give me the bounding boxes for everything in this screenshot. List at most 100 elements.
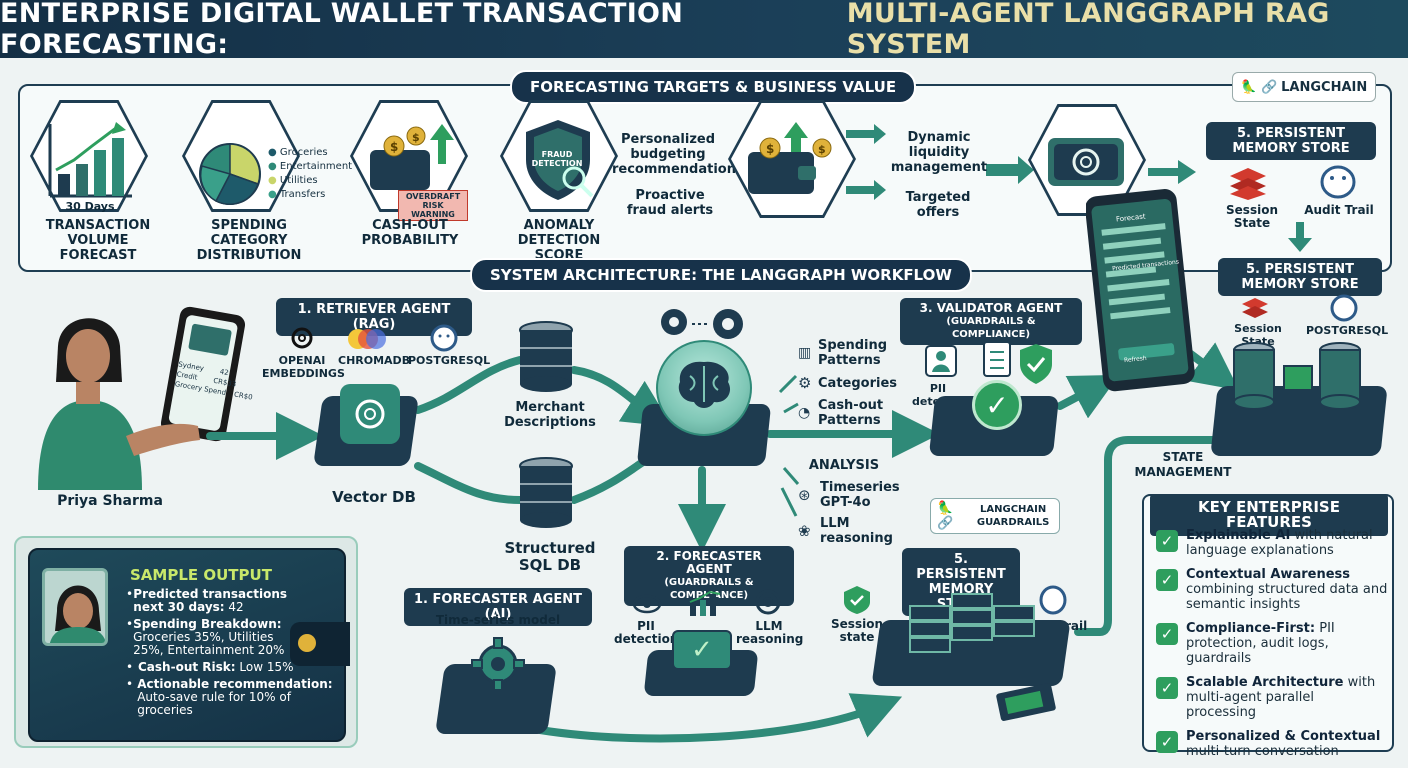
openai-icon [291,327,313,349]
arrow-down [1288,222,1312,252]
cashout-label: CASH-OUT PROBABILITY [361,218,459,248]
postgres-icon [1039,585,1067,615]
legend-item: ● Utilities [268,175,318,186]
check-icon: ✓ [1156,677,1178,699]
features-title: KEY ENTERPRISE FEATURES [1150,494,1388,536]
chip-icon [996,683,1056,721]
bar-chart-icon [48,122,132,198]
svg-text:$: $ [818,143,826,156]
insight-spending: ▥ Spending Patterns [798,338,888,368]
postgresql-icon [430,324,458,352]
analysis-label: ANALYSIS [808,458,880,473]
value-budgeting: Personalized budgeting recommendations [612,132,744,177]
architecture-header: SYSTEM ARCHITECTURE: THE LANGGRAPH WORKF… [470,258,972,292]
forecaster-title: 2. FORECASTER AGENT (GUARDRAILS & COMPLI… [624,546,794,606]
svg-text:$: $ [390,140,398,154]
vector-db-label: Vector DB [332,488,416,506]
value-arrows [846,124,1034,200]
forecaster-ai-title: 1. FORECASTER AGENT (AI) [404,588,592,626]
user-illustration [38,306,246,490]
redis-icon [1230,168,1266,200]
sample-item: •Spending Breakdown:Groceries 35%, Utili… [126,617,285,657]
features-panel [1142,494,1394,752]
structured-label: Structured SQL DB [504,539,596,574]
server-rack-icon [909,593,1035,653]
insight-categories: ⚙ Categories [798,374,898,392]
sample-item: •Actionable recommendation:Auto-save rul… [126,677,333,717]
bar-icon: ▥ [798,345,812,361]
validator-title-main: 3. VALIDATOR AGENT [919,301,1063,315]
llm-icon: ❀ [798,522,811,540]
pie-icon: ◔ [798,405,811,421]
category-label: SPENDING CATEGORY DISTRIBUTION [196,218,302,263]
validator-title: 3. VALIDATOR AGENT (GUARDRAILS & COMPLIA… [900,298,1082,345]
analysis-llm: ❀ LLM reasoning [798,516,893,546]
memory-mid-title: 5. PERSISTENT MEMORY STORE [1218,258,1382,296]
shield-icon [844,586,870,614]
structured-db-icon [519,457,573,528]
vector-db-icon [340,384,400,444]
memory-mid-db: POSTGRESQL [1306,324,1389,337]
sample-item: •Cash-out Risk: Low 15% [126,660,294,674]
tool-postgresql: POSTGRESQL [408,354,491,367]
feature-item: ✓Contextual Awareness combining structur… [1156,567,1388,612]
sample-item: •Predicted transactions next 30 days: 42 [126,587,288,614]
volume-label: TRANSACTION VOLUME FORECAST [45,218,151,263]
forecaster-title-main: 2. FORECASTER AGENT [656,549,762,576]
title-main: ENTERPRISE DIGITAL WALLET TRANSACTION FO… [0,0,684,60]
feature-item: ✓Compliance-First: PII protection, audit… [1156,621,1388,666]
sample-title: SAMPLE OUTPUT [130,566,272,584]
forecast-check-icon: ✓ [672,630,732,670]
clasp-button [298,634,316,652]
tool-chromadb: CHROMADB [338,354,411,367]
gear-icon [471,637,525,691]
pie-chart-icon [199,143,261,205]
title-banner: ENTERPRISE DIGITAL WALLET TRANSACTION FO… [0,0,1408,60]
fraud-shield-icon [526,120,594,200]
value-offers: Targeted offers [905,190,971,220]
fraud-shield-text: FRAUD DETECTION [531,150,583,168]
ai-wallet-icon [1048,138,1124,186]
langchain-guardrails-badge: 🦜🔗 LANGCHAIN GUARDRAILS [930,498,1060,534]
title-accent: MULTI-AGENT LANGGRAPH RAG SYSTEM [846,0,1330,60]
forecaster-title-sub: (GUARDRAILS & COMPLIANCE) [664,577,754,601]
sample-list: •Predicted transactions next 30 days: 42… [126,587,333,717]
langchain-badge: 🦜 🔗 LANGCHAIN [1232,72,1376,102]
user-name: Priya Sharma [57,493,163,509]
feature-item: ✓Explainable AI with natural language ex… [1156,528,1388,558]
openai-icon: ⊛ [798,486,811,504]
check-icon: ✓ [1156,569,1178,591]
feature-item: ✓Scalable Architecture with multi-agent … [1156,675,1388,720]
insight-cashout: ◔ Cash-out Patterns [798,398,884,428]
analysis-timeseries: ⊛ Timeseries GPT-4o [798,480,900,510]
state-management-label: STATE MANAGEMENT [1134,450,1232,479]
insights-list: ▥ Spending Patterns ⚙ Categories ◔ Cash-… [798,338,897,428]
openai-icon [754,588,782,616]
check-icon: ✓ [1156,530,1178,552]
forecaster-llm: LLM reasoning [736,619,804,646]
forecast-phone [1086,189,1195,392]
svg-text:$: $ [412,131,420,144]
forecaster-ai-caption: Time-series model [435,613,561,627]
parrot-icon: 🦜 [1240,79,1257,95]
validation-check-icon: ✓ [972,380,1022,430]
merchant-label: Merchant Descriptions [504,400,596,430]
value-liquidity: Dynamic liquidity management [890,130,988,175]
chromadb-icon [346,326,386,352]
category-legend: ● Groceries ● Entertainment ● Utilities … [268,146,352,202]
validator-title-sub: (GUARDRAILS & COMPLIANCE) [946,316,1036,340]
memory-low-session: Session state [831,617,883,644]
overdraft-warning: OVERDRAFT RISK WARNING [398,190,468,221]
postgres-icon [1330,294,1358,322]
check-icon: ✓ [1156,623,1178,645]
analysis-list: ⊛ Timeseries GPT-4o ❀ LLM reasoning [798,480,900,546]
forecaster-pii: PII detection [614,619,679,646]
server-stack-icon [1233,342,1361,410]
feature-item: ✓Personalized & Contextual multi-turn co… [1156,729,1388,759]
volume-forecast-card [30,100,148,212]
langchain-badge-label: LANGCHAIN [1281,79,1368,95]
memory-top-session: Session State [1226,203,1278,230]
parrot-icon: 🦜🔗 [937,501,954,531]
redis-icon [1242,298,1268,318]
merchant-db-icon [519,321,573,392]
